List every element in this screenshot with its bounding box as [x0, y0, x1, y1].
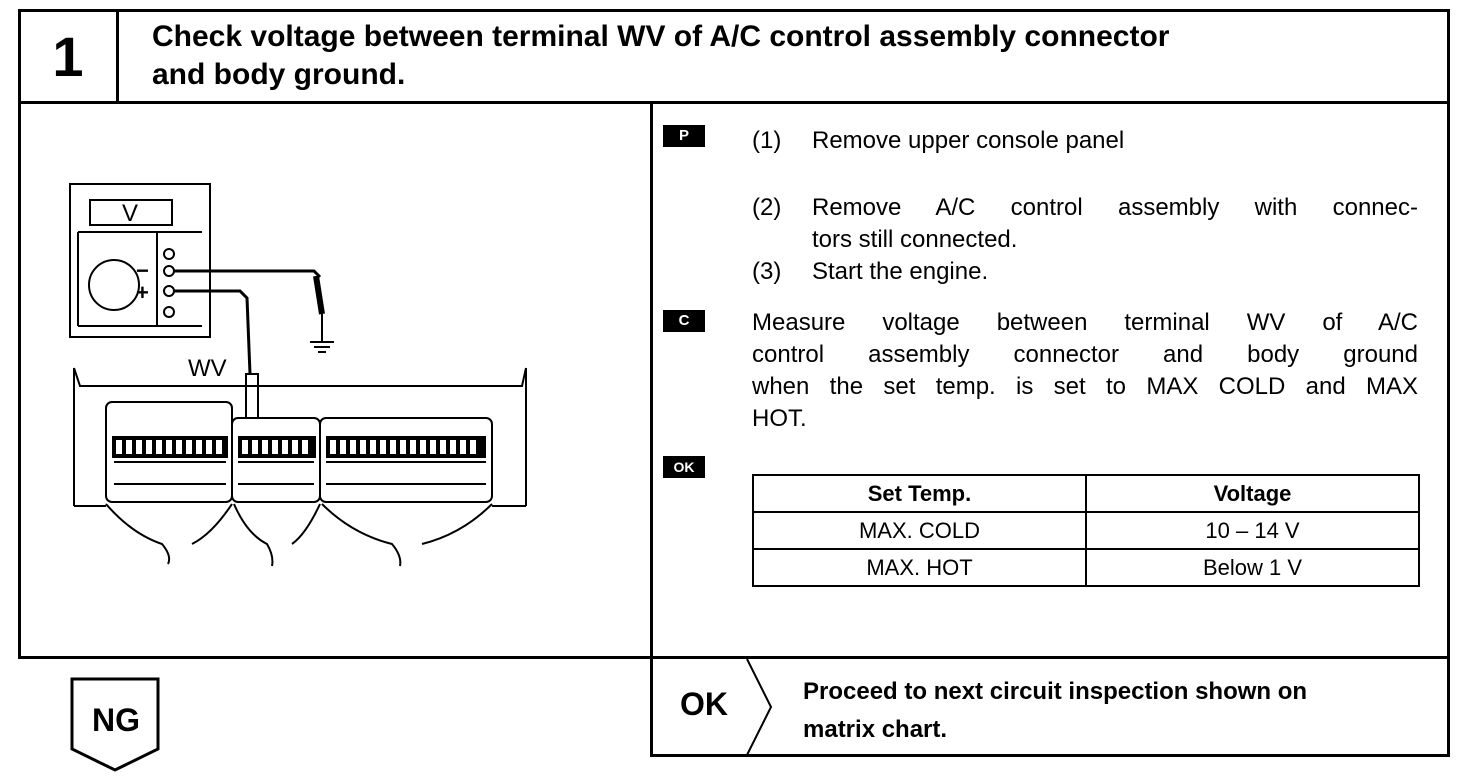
- step-title: Check voltage between terminal WV of A/C…: [152, 18, 1442, 94]
- step-number: 1: [20, 11, 119, 101]
- step-3-number: (3): [752, 258, 782, 285]
- ok-label: OK: [680, 686, 728, 722]
- step-2-number: (2): [752, 194, 782, 221]
- measure-line-3: when the set temp. is set to MAX COLD an…: [752, 373, 1418, 400]
- title-line-2: and body ground.: [152, 58, 406, 91]
- row-temp: MAX. HOT: [752, 548, 1087, 587]
- column-divider: [650, 101, 653, 757]
- table-header-row: Set Temp. Voltage: [752, 474, 1420, 513]
- ng-result-box: [70, 677, 160, 772]
- step-2-text-b: tors still connected.: [812, 226, 1018, 253]
- minus-label: −: [136, 258, 149, 283]
- step-2-text-a: Remove A/C control assembly with connec-: [812, 194, 1418, 221]
- measure-line-1: Measure voltage between terminal WV of A…: [752, 309, 1418, 336]
- ok-bottom: [650, 754, 1450, 757]
- title-line-1: Check voltage between terminal WV of A/C…: [152, 20, 1170, 53]
- assembly-housing: [73, 367, 527, 387]
- ok-badge: OK: [663, 456, 705, 478]
- step-3-text: Start the engine.: [812, 258, 989, 285]
- connector-right: [319, 417, 493, 503]
- spec-table: Set Temp. Voltage MAX. COLD 10 – 14 V MA…: [752, 474, 1420, 587]
- plus-label: +: [136, 280, 149, 305]
- voltmeter-display: [89, 199, 173, 226]
- connector-middle: [231, 417, 321, 503]
- prep-badge: P: [663, 125, 705, 147]
- row-voltage: Below 1 V: [1085, 548, 1420, 587]
- table-row: MAX. COLD 10 – 14 V: [752, 511, 1420, 550]
- ok-line-1: Proceed to next circuit inspection shown…: [803, 678, 1308, 705]
- ng-label: NG: [92, 702, 140, 738]
- header-set-temp: Set Temp.: [752, 474, 1087, 513]
- row-temp: MAX. COLD: [752, 511, 1087, 550]
- check-badge: C: [663, 310, 705, 332]
- body-bottom: [18, 656, 1450, 659]
- voltmeter-body: [69, 183, 211, 338]
- meter-display-label: V: [122, 200, 139, 227]
- negative-lead: [174, 269, 322, 279]
- frame-top: [18, 9, 1450, 12]
- measure-line-4: HOT.: [752, 405, 807, 432]
- ok-arrow: [746, 659, 773, 755]
- measure-line-2: control assembly connector and body grou…: [752, 341, 1418, 368]
- terminal-wv-label: WV: [188, 355, 227, 382]
- positive-lead: [174, 289, 252, 375]
- header-voltage: Voltage: [1085, 474, 1420, 513]
- row-voltage: 10 – 14 V: [1085, 511, 1420, 550]
- frame-right: [1447, 9, 1450, 757]
- voltmeter-dial: [88, 259, 140, 311]
- step-1-number: (1): [752, 127, 782, 154]
- ok-line-2: matrix chart.: [803, 716, 948, 743]
- connector-diagram: [69, 183, 527, 567]
- table-row: MAX. HOT Below 1 V: [752, 548, 1420, 587]
- frame-left: [18, 9, 21, 658]
- ok-instruction: Proceed to next circuit inspection shown…: [803, 673, 1307, 749]
- header-divider: [18, 101, 1450, 104]
- measure-instructions: Measure voltage between terminal WV of A…: [752, 307, 1418, 435]
- step-1-text: Remove upper console panel: [812, 127, 1125, 154]
